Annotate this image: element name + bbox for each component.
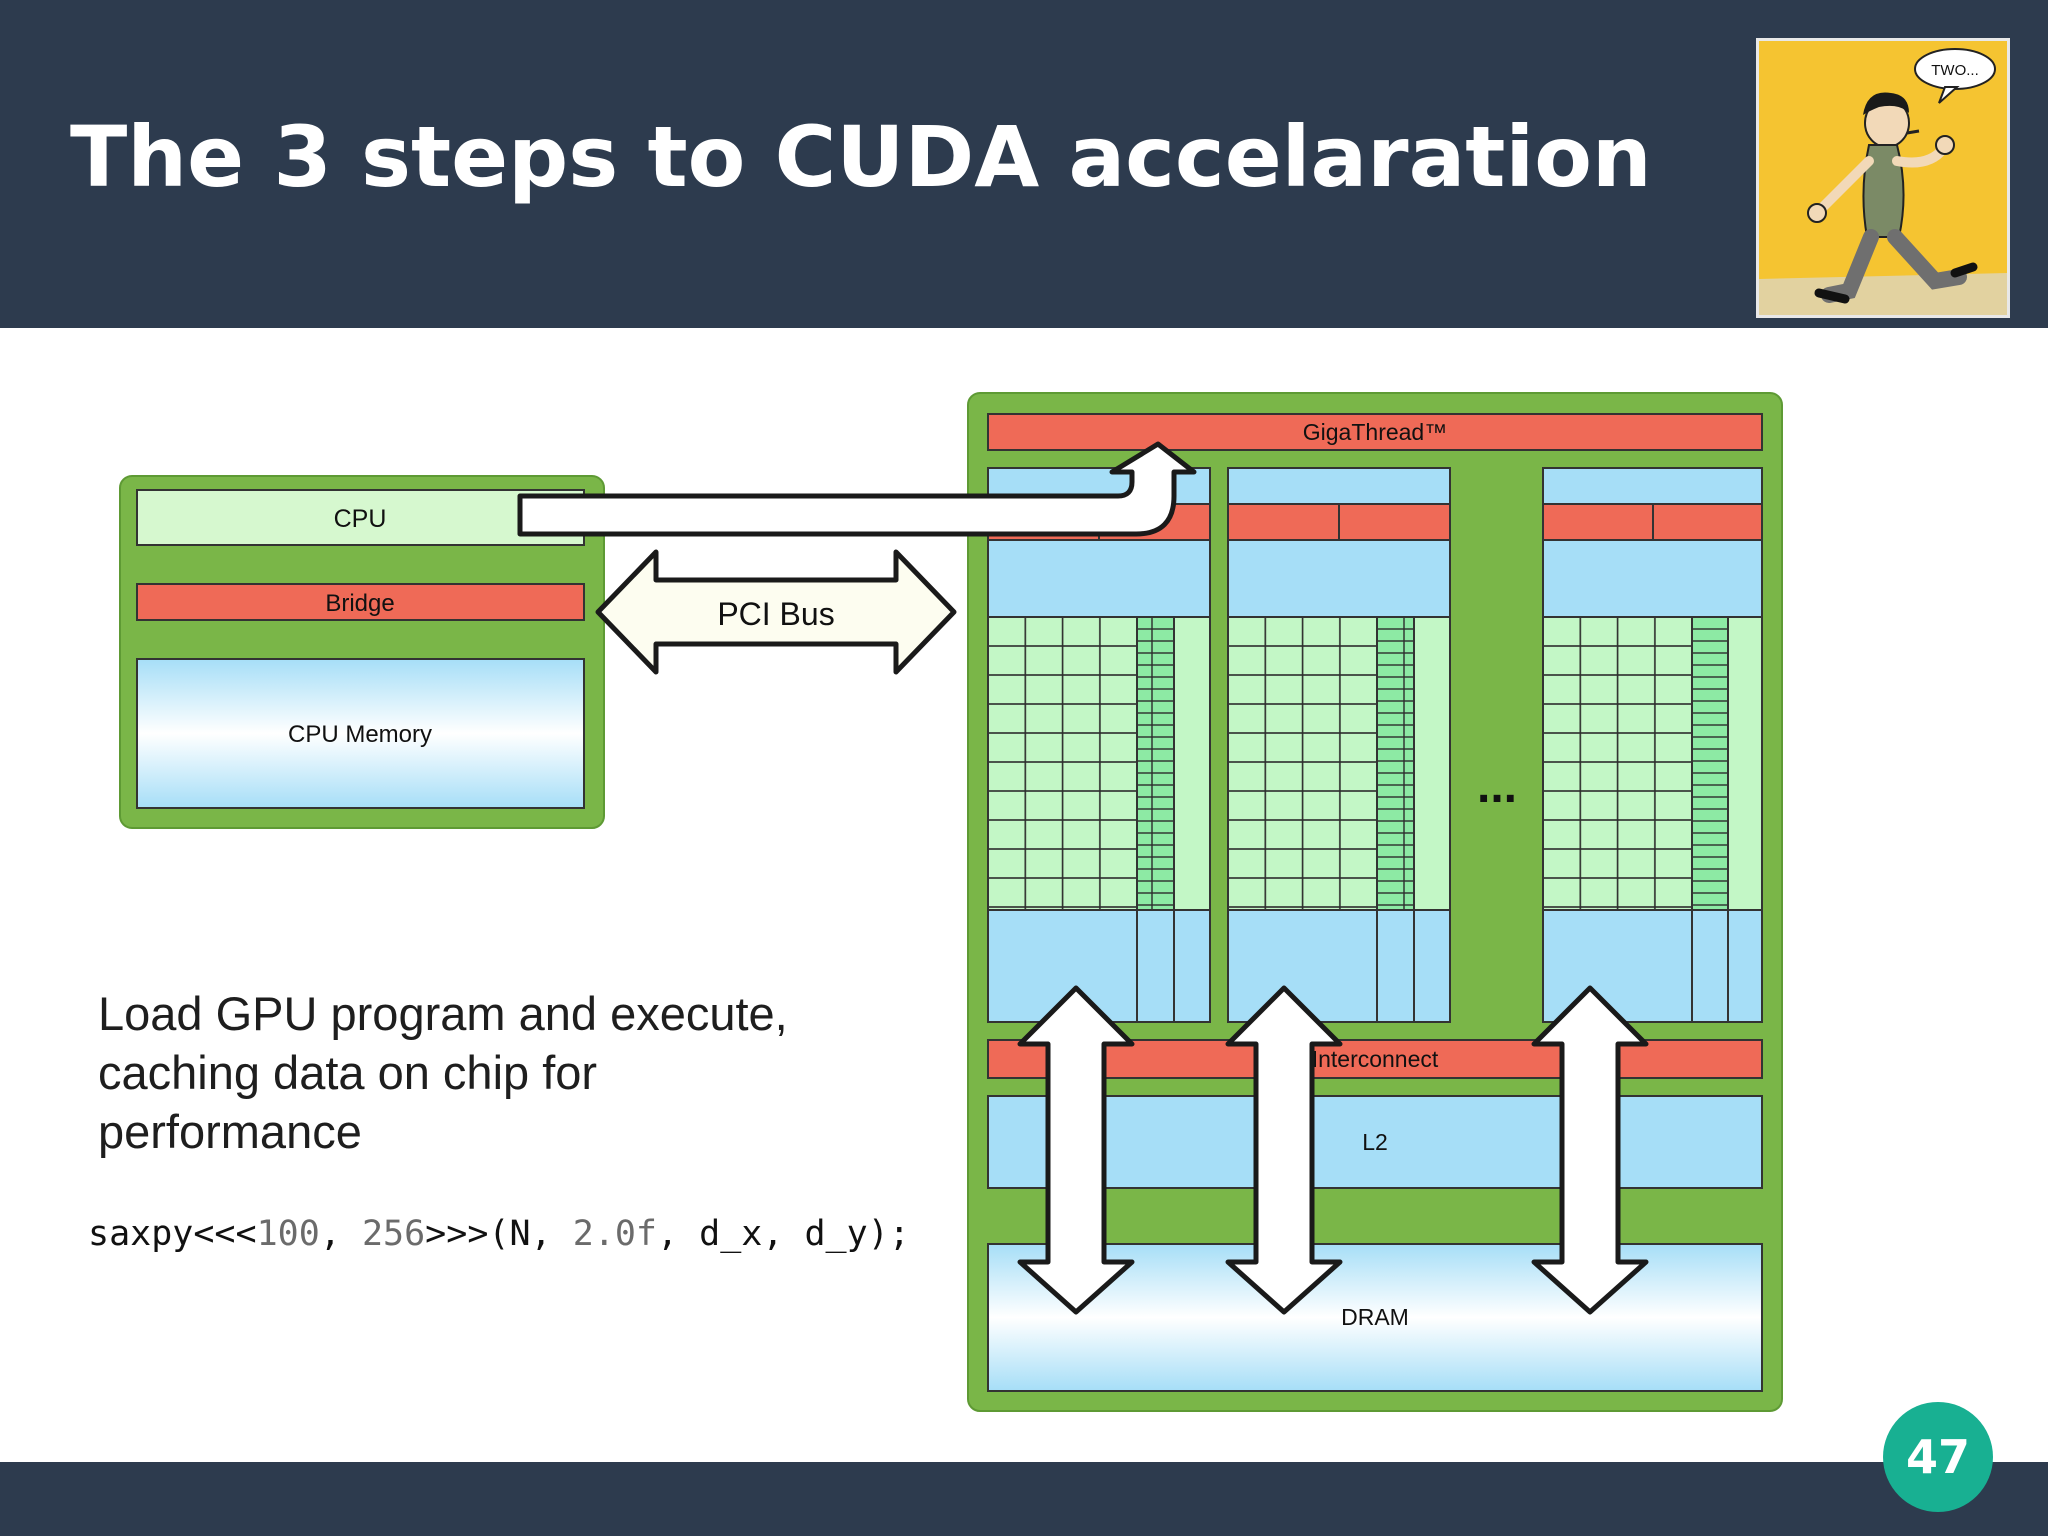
code-grid-size: 100 [256,1214,320,1254]
sm-column-1 [987,467,1211,1023]
cpu-memory-block [136,658,585,809]
code-suffix: , d_x, d_y); [656,1214,910,1254]
slide-title: The 3 steps to CUDA accelaration [70,108,1652,206]
kernel-launch-code: saxpy<<<100, 256>>>(N, 2.0f, d_x, d_y); [88,1214,910,1254]
pci-bus-arrow [595,549,957,675]
slide-footer [0,1462,2048,1536]
sm-column-3 [1542,467,1763,1023]
double-arrow-2 [1225,985,1343,1315]
page-number-badge: 47 [1883,1402,1993,1512]
bridge-block [136,583,585,621]
code-prefix: saxpy<<< [88,1214,257,1254]
cpu-to-gpu-arrow [517,441,1197,537]
comic-figure: TWO... [1759,41,2007,315]
bridge-label: Bridge [325,590,394,617]
comic-illustration: TWO... [1756,38,2010,318]
double-arrow-3 [1531,985,1649,1315]
host-board: CPU Bridge CPU Memory [119,475,605,829]
l2-label: L2 [1362,1129,1388,1155]
slide-description: Load GPU program and execute, caching da… [98,987,788,1158]
cpu-block [136,489,585,546]
pci-bus-label: PCI Bus [717,596,834,632]
code-block-size: 256 [361,1214,426,1254]
cuda-core-grid-3 [1542,616,1693,911]
code-sep: , [319,1214,362,1254]
dram-label: DRAM [1341,1304,1409,1330]
gigathread-block [987,413,1763,451]
memory-transfer-arrows [1017,985,1649,1315]
cuda-core-grid-2 [1227,616,1378,911]
l2-cache-block [987,1095,1763,1189]
sm-column-2 [1227,467,1451,1023]
code-mid: >>>(N, [425,1214,573,1254]
cpu-label: CPU [334,505,387,533]
interconnect-label: Interconnect [1312,1046,1439,1072]
speech-bubble-text: TWO... [1931,62,1979,79]
cuda-core-grid-1 [987,616,1138,911]
gigathread-label: GigaThread™ [1303,419,1447,445]
cpu-memory-label: CPU Memory [288,721,432,748]
sm-ellipsis: ... [1477,760,1517,813]
slide-header [0,0,2048,328]
double-arrow-1 [1017,985,1135,1315]
code-scalar: 2.0f [572,1214,657,1254]
